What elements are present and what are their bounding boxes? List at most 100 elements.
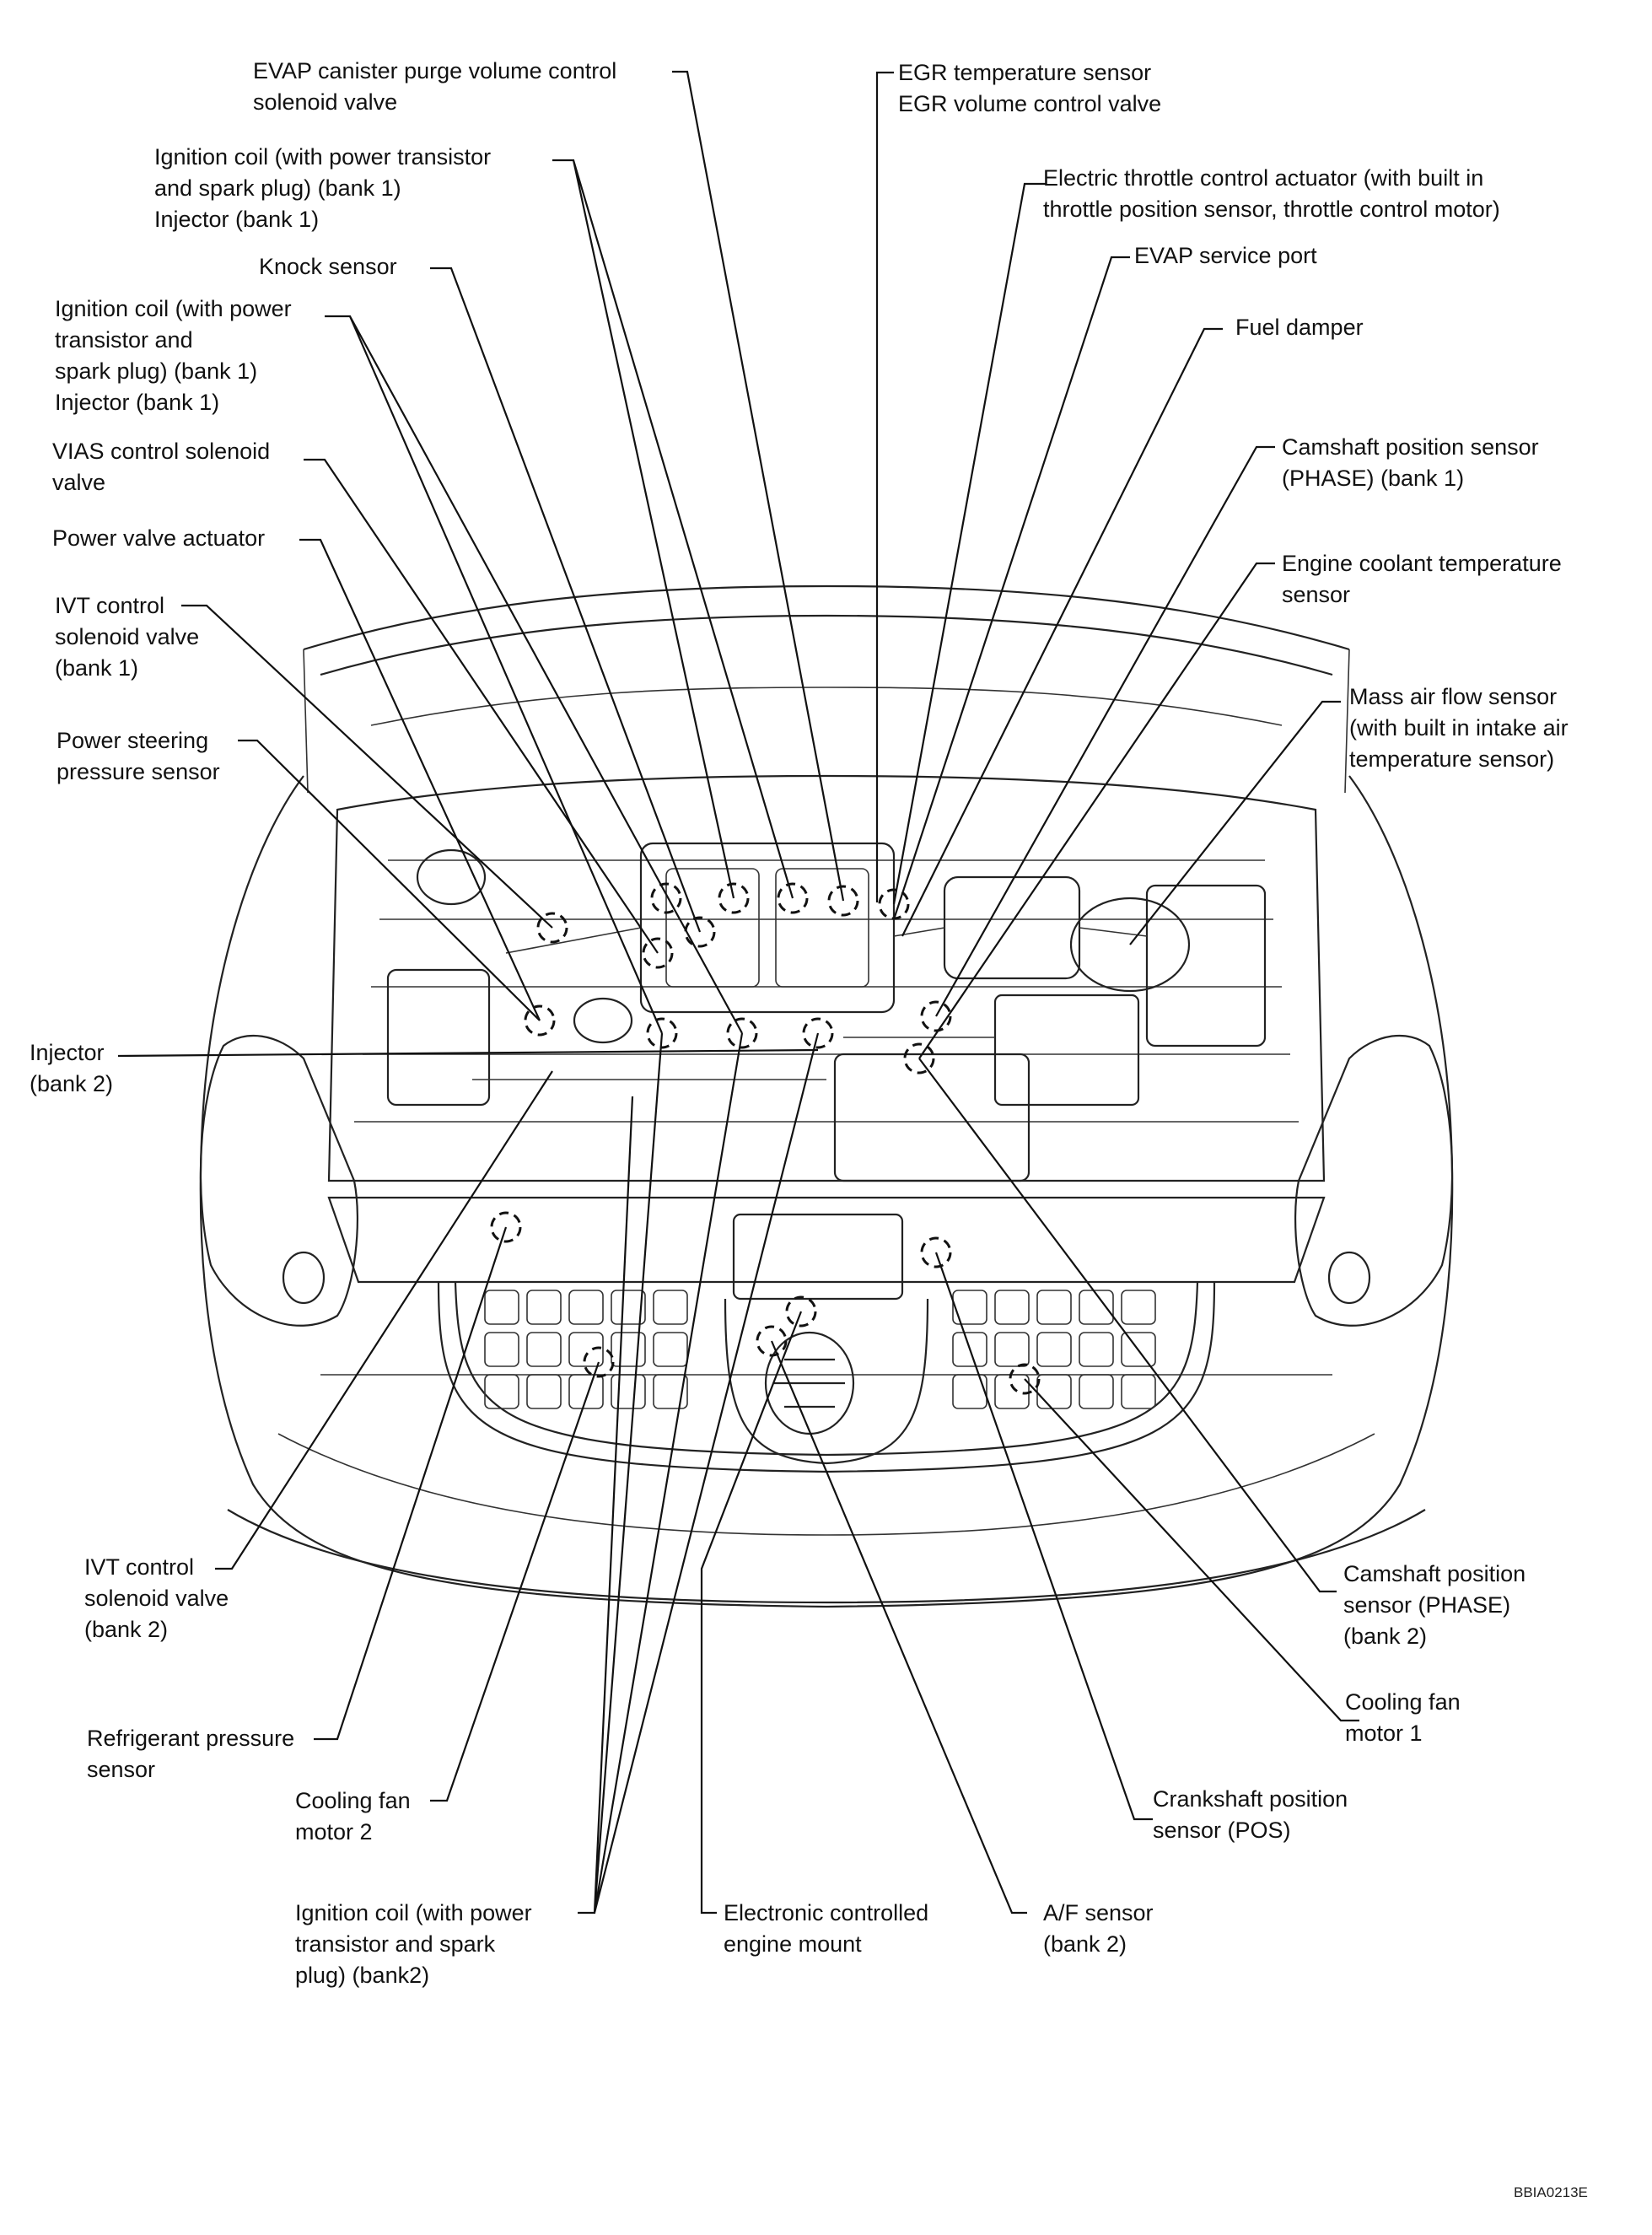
marker xyxy=(827,885,859,917)
label-line: Injector xyxy=(30,1040,105,1065)
label-line: Ignition coil (with power xyxy=(55,296,292,321)
label-line: Cooling fan xyxy=(295,1788,411,1813)
marker xyxy=(718,882,750,914)
label-line: Camshaft position xyxy=(1343,1561,1526,1586)
figure-id: BBIA0213E xyxy=(1514,2184,1588,2200)
label-mass-air-flow: Mass air flow sensor (with built in inta… xyxy=(1349,681,1569,775)
label-line: spark plug) (bank 1) xyxy=(55,358,258,384)
label-line: (bank 2) xyxy=(84,1617,169,1642)
label-line: Injector (bank 1) xyxy=(154,207,320,232)
label-line: IVT control xyxy=(55,593,165,618)
label-refrigerant-sensor: Refrigerant pressure sensor xyxy=(87,1723,294,1785)
label-camshaft-bank1: Camshaft position sensor (PHASE) (bank 1… xyxy=(1282,432,1539,494)
label-line: motor 1 xyxy=(1345,1721,1423,1746)
label-line: IVT control xyxy=(84,1554,195,1580)
label-line: pressure sensor xyxy=(57,759,220,784)
label-ivt-bank2: IVT control solenoid valve (bank 2) xyxy=(84,1552,229,1645)
label-line: engine mount xyxy=(724,1931,862,1957)
label-coolant-temp-sensor: Engine coolant temperature sensor xyxy=(1282,548,1562,611)
marker xyxy=(726,1017,758,1049)
label-line: Power valve actuator xyxy=(52,525,266,551)
marker xyxy=(920,1000,952,1032)
label-line: (with built in intake air xyxy=(1349,715,1569,741)
label-line: throttle position sensor, throttle contr… xyxy=(1043,197,1500,222)
marker xyxy=(903,1042,935,1074)
label-evap-canister-purge: EVAP canister purge volume control solen… xyxy=(253,56,616,118)
label-line: Cooling fan xyxy=(1345,1689,1461,1715)
label-ignition-coil-bank1-b: Ignition coil (with power transistor and… xyxy=(55,294,292,418)
label-ivt-bank1: IVT control solenoid valve (bank 1) xyxy=(55,590,199,684)
label-line: transistor and xyxy=(55,327,193,353)
marker xyxy=(646,1017,678,1049)
label-line: VIAS control solenoid xyxy=(52,439,271,464)
label-line: A/F sensor xyxy=(1043,1900,1154,1925)
label-line: Ignition coil (with power xyxy=(295,1900,532,1925)
hood-panel xyxy=(303,584,1350,794)
label-line: Electronic controlled xyxy=(724,1900,929,1925)
label-line: valve xyxy=(52,470,106,495)
label-line: Refrigerant pressure xyxy=(87,1726,295,1751)
label-line: Electric throttle control actuator (with… xyxy=(1043,165,1484,191)
label-power-valve-actuator: Power valve actuator xyxy=(52,523,265,554)
label-evap-service-port: EVAP service port xyxy=(1134,240,1317,272)
label-line: sensor (PHASE) xyxy=(1343,1592,1511,1618)
label-line: (bank 2) xyxy=(30,1071,114,1096)
label-cooling-fan-motor1: Cooling fan motor 1 xyxy=(1345,1687,1461,1749)
marker xyxy=(536,912,568,944)
headlights xyxy=(199,1034,1454,1327)
label-line: EVAP service port xyxy=(1134,243,1317,268)
label-fuel-damper: Fuel damper xyxy=(1235,312,1364,343)
marker xyxy=(785,1295,817,1328)
label-line: EVAP canister purge volume control xyxy=(253,58,617,83)
label-line: (PHASE) (bank 1) xyxy=(1282,466,1465,491)
label-line: transistor and spark xyxy=(295,1931,496,1957)
label-af-sensor: A/F sensor (bank 2) xyxy=(1043,1898,1154,1960)
label-line: (bank 2) xyxy=(1043,1931,1127,1957)
label-crankshaft-sensor: Crankshaft position sensor (POS) xyxy=(1153,1784,1348,1846)
label-line: solenoid valve xyxy=(55,624,200,649)
marker xyxy=(756,1325,788,1357)
marker xyxy=(684,916,716,948)
leader-lines xyxy=(117,70,1359,1915)
label-line: Crankshaft position xyxy=(1153,1786,1348,1812)
label-egr: EGR temperature sensor EGR volume contro… xyxy=(898,57,1161,120)
label-line: (bank 1) xyxy=(55,655,139,681)
engine-bay xyxy=(327,774,1326,1182)
marker xyxy=(777,882,809,914)
marker xyxy=(802,1017,834,1049)
label-ignition-coil-bank2: Ignition coil (with power transistor and… xyxy=(295,1898,532,1991)
label-injector-bank2: Injector (bank 2) xyxy=(30,1037,113,1100)
label-power-steering-sensor: Power steering pressure sensor xyxy=(57,725,220,788)
label-line: Mass air flow sensor xyxy=(1349,684,1558,709)
label-camshaft-bank2: Camshaft position sensor (PHASE) (bank 2… xyxy=(1343,1559,1526,1652)
label-vias-solenoid: VIAS control solenoid valve xyxy=(52,436,270,498)
label-line: sensor (POS) xyxy=(1153,1818,1291,1843)
label-line: motor 2 xyxy=(295,1819,373,1845)
label-line: solenoid valve xyxy=(253,89,398,115)
marker xyxy=(490,1211,522,1243)
label-line: EGR volume control valve xyxy=(898,91,1162,116)
marker xyxy=(583,1346,615,1378)
label-line: sensor xyxy=(1282,582,1351,607)
label-cooling-fan-motor2: Cooling fan motor 2 xyxy=(295,1785,411,1848)
label-line: Ignition coil (with power transistor xyxy=(154,144,492,170)
label-line: Fuel damper xyxy=(1235,315,1364,340)
label-line: sensor xyxy=(87,1757,156,1782)
label-line: Knock sensor xyxy=(259,254,397,279)
label-line: Camshaft position sensor xyxy=(1282,434,1539,460)
label-knock-sensor: Knock sensor xyxy=(259,251,397,283)
label-line: plug) (bank2) xyxy=(295,1963,430,1988)
marker xyxy=(642,937,674,969)
label-line: Injector (bank 1) xyxy=(55,390,220,415)
component-markers xyxy=(490,882,1041,1395)
marker xyxy=(920,1236,952,1268)
label-engine-mount: Electronic controlled engine mount xyxy=(724,1898,928,1960)
label-electric-throttle: Electric throttle control actuator (with… xyxy=(1043,163,1500,225)
marker xyxy=(1009,1363,1041,1395)
label-line: EGR temperature sensor xyxy=(898,60,1152,85)
radiator-support-grille xyxy=(327,1196,1326,1473)
label-line: Power steering xyxy=(57,728,209,753)
label-line: (bank 2) xyxy=(1343,1624,1428,1649)
label-line: solenoid valve xyxy=(84,1586,229,1611)
